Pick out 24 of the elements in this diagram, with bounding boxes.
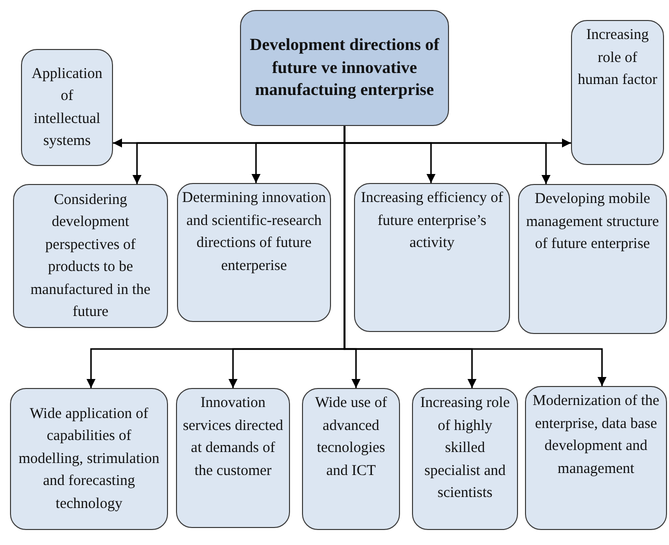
box-text: Wide application of capabilities of modelling, strimulation and forecasting technology xyxy=(18,404,160,514)
direction-box xyxy=(10,388,168,530)
direction-box xyxy=(412,388,518,530)
box-text: Determining innovation and scientific-research directions of future enterperise xyxy=(182,189,326,276)
box-text: Innovation services directed at demands of the customer xyxy=(182,394,284,480)
direction-box xyxy=(21,49,113,166)
direction-box xyxy=(354,183,510,332)
box-text: Increasing role of human factor xyxy=(576,26,658,90)
direction-box xyxy=(177,183,331,322)
box-text: Considering development perspectives of products to be manufactured in the future xyxy=(30,190,152,322)
box-text: Increasing role of highly skilled specialist and scientists xyxy=(419,394,511,503)
box-text: Increasing efficiency of future enterprise’s activity xyxy=(360,189,504,253)
direction-box xyxy=(302,388,400,530)
box-text: Developing mobile management structure of future enterprise xyxy=(525,190,660,254)
direction-box xyxy=(525,386,667,530)
box-text: Development directions of future ve innovative manufactuing enterprise xyxy=(248,34,440,102)
box-text: Wide use of advanced tecnologies and ICT xyxy=(314,394,388,480)
box-text: Modernization of the enterprise, data base development and management xyxy=(532,392,660,478)
direction-box xyxy=(571,20,664,165)
direction-box xyxy=(13,184,168,328)
direction-box xyxy=(176,388,290,528)
direction-box xyxy=(518,184,667,334)
main-topic-box xyxy=(240,10,449,126)
box-text: Application of intellectual systems xyxy=(30,64,104,151)
